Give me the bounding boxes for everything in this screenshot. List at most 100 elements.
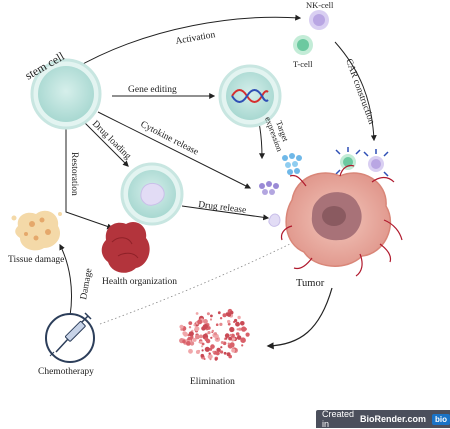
debris-particle [228, 336, 233, 341]
drug-release-arrow [181, 205, 270, 221]
debris-particle [209, 358, 212, 361]
elimination-icon [179, 308, 250, 361]
debris-particle [208, 352, 211, 355]
debris-particle [209, 347, 213, 351]
debris-particle [201, 342, 205, 346]
cytokine-release-label: Cytokine release [139, 120, 200, 158]
debris-particle [207, 331, 211, 335]
badge-brand: BioRender.com [359, 414, 426, 424]
debris-particle [235, 332, 240, 336]
debris-particle [216, 347, 221, 353]
debris-particle [203, 319, 208, 324]
cytokine-cluster-icon [259, 181, 279, 195]
activation-label: Activation [175, 30, 216, 47]
debris-particle [195, 334, 200, 340]
debris-particle [224, 333, 230, 338]
debris-particle [245, 332, 250, 337]
car-t-cell-icon [335, 147, 361, 175]
gene-editing-cell [218, 64, 282, 128]
debris-particle [203, 358, 206, 360]
tumor [280, 164, 403, 277]
dna-icon [231, 89, 269, 103]
debris-particle [195, 350, 200, 354]
gene-editing-label: Gene editing [128, 85, 177, 95]
debris-particle [179, 324, 184, 329]
nk-cell [309, 10, 329, 30]
debris-particle [240, 321, 245, 326]
debris-particle [227, 322, 231, 326]
debris-particle [213, 332, 217, 336]
connectors [59, 14, 377, 350]
debris-particle [223, 351, 227, 355]
debris-particle [214, 357, 218, 361]
drug-loaded-cell [120, 162, 184, 226]
debris-particle [199, 334, 203, 339]
debris-particle [185, 341, 191, 346]
debris-particle [207, 354, 213, 360]
debris-particle [211, 329, 214, 333]
stem-cell [30, 58, 102, 130]
debris-particle [229, 326, 235, 333]
debris-particle [217, 311, 221, 315]
car-construction-arrow [334, 41, 377, 142]
debris-particle [244, 327, 247, 331]
debris-particle [241, 344, 244, 347]
debris-particle [236, 335, 242, 340]
car-construction-label: CAR construction [343, 58, 376, 126]
debris-particle [231, 348, 236, 353]
debris-particle [210, 336, 213, 339]
debris-particle [227, 342, 230, 345]
debris-particle [237, 315, 241, 320]
debris-particle [226, 312, 232, 317]
debris-particle [206, 312, 210, 316]
t-cell-label: T-cell [293, 59, 313, 69]
cytokine-release-arrow [97, 111, 252, 189]
nk-cell-label: NK-cell [306, 0, 334, 10]
debris-particle [197, 319, 203, 325]
debris-particle [240, 337, 246, 344]
drug-loading-label: Drug loading [90, 119, 133, 162]
debris-particle [204, 346, 210, 352]
debris-particle [236, 328, 239, 331]
restoration-label: Restoration [69, 152, 79, 196]
biorender-badge: Created in BioRender.com bio [316, 409, 450, 429]
health-organization-label: Health organization [102, 277, 177, 287]
debris-particle [210, 314, 213, 318]
debris-particle [199, 340, 203, 344]
debris-particle [189, 339, 192, 342]
debris-particle [200, 353, 205, 358]
debris-particle [193, 323, 196, 327]
debris-particle [222, 313, 227, 318]
debris-particle [241, 326, 247, 332]
t-cell [293, 35, 313, 55]
debris-particle [238, 327, 242, 331]
debris-particle [229, 342, 235, 347]
debris-particle [219, 317, 223, 320]
debris-particle [215, 323, 219, 327]
drug-particle-icon [268, 213, 281, 227]
biorender-logo: bio [432, 413, 450, 425]
debris-particle [234, 318, 238, 323]
debris-particle [231, 337, 235, 341]
antigen-cluster-icon [282, 153, 302, 175]
chemotherapy-icon [45, 312, 95, 363]
debris-particle [227, 319, 231, 324]
debris-particle [226, 352, 231, 357]
debris-particle [205, 338, 211, 344]
damage-arrow [59, 243, 73, 317]
debris-particle [188, 326, 192, 329]
debris-particle [230, 310, 234, 315]
organ-icon [101, 221, 150, 273]
chemotherapy-tumor-line [99, 243, 291, 325]
debris-particle [194, 326, 200, 332]
debris-particle [225, 337, 228, 340]
chemotherapy-label: Chemotherapy [38, 367, 94, 377]
debris-particle [188, 348, 193, 354]
debris-particle [201, 349, 204, 352]
tumor-label: Tumor [296, 278, 325, 289]
debris-particle [229, 333, 232, 337]
debris-particle [220, 350, 224, 354]
debris-particle [220, 346, 223, 349]
tissue-damage-label: Tissue damage [8, 255, 64, 265]
drug-release-label: Drug release [198, 200, 247, 216]
